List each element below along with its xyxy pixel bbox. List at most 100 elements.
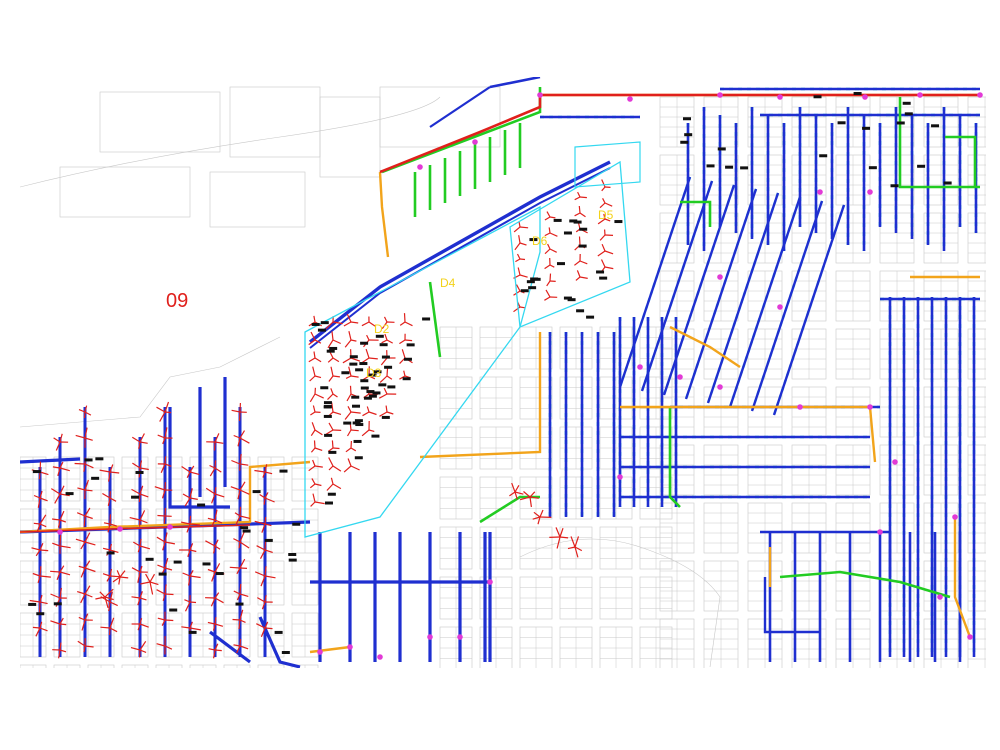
- service-lateral: [314, 375, 322, 379]
- service-lateral: [39, 549, 49, 552]
- annotation-tag: [359, 362, 368, 366]
- annotation-tag: [352, 421, 361, 425]
- annotation-tag: [329, 346, 338, 350]
- service-lateral: [308, 339, 316, 346]
- service-lateral: [189, 543, 194, 551]
- service-lateral: [154, 486, 166, 491]
- service-lateral: [80, 541, 86, 550]
- service-lateral: [102, 492, 111, 499]
- service-lateral: [264, 549, 273, 553]
- green-pipe: [898, 97, 980, 189]
- annotation-tag: [532, 277, 541, 281]
- service-lateral: [604, 250, 614, 255]
- service-lateral: [254, 571, 266, 577]
- service-lateral: [259, 493, 266, 499]
- service-lateral: [544, 232, 551, 237]
- service-lateral: [164, 456, 167, 465]
- service-lateral: [59, 493, 70, 497]
- service-lateral: [264, 517, 267, 525]
- service-lateral: [52, 466, 61, 469]
- service-lateral: [327, 393, 334, 401]
- service-lateral: [604, 202, 613, 207]
- blue-main-pipe: [760, 530, 892, 577]
- service-lateral: [164, 567, 173, 571]
- service-lateral: [230, 486, 241, 491]
- parcel-outline: [20, 336, 281, 428]
- service-lateral: [311, 478, 316, 485]
- service-lateral: [404, 321, 413, 327]
- service-lateral: [601, 186, 606, 192]
- service-lateral: [574, 260, 581, 266]
- service-lateral: [139, 538, 142, 547]
- service-lateral: [327, 357, 334, 363]
- service-lateral: [149, 581, 159, 586]
- service-lateral: [514, 484, 520, 493]
- annotation-tag: [599, 276, 608, 280]
- annotation-tag: [902, 101, 911, 105]
- service-lateral: [343, 321, 352, 327]
- service-lateral: [84, 613, 89, 621]
- service-lateral: [164, 541, 176, 545]
- service-lateral: [404, 339, 413, 342]
- service-lateral: [78, 616, 86, 621]
- service-lateral: [529, 496, 539, 499]
- service-lateral: [578, 205, 581, 214]
- service-lateral: [235, 515, 241, 525]
- annotation-tag: [323, 401, 332, 405]
- pipe-node: [347, 644, 353, 650]
- service-lateral: [132, 462, 141, 469]
- service-lateral: [597, 218, 606, 225]
- service-lateral: [137, 623, 141, 631]
- service-lateral: [77, 591, 86, 595]
- service-lateral: [233, 590, 241, 595]
- service-lateral: [56, 571, 61, 581]
- service-lateral: [604, 266, 614, 270]
- pipe-node: [537, 92, 543, 98]
- service-lateral: [84, 585, 91, 595]
- annotation-tag: [422, 317, 431, 321]
- service-lateral: [208, 648, 216, 651]
- service-lateral: [601, 179, 606, 188]
- zone-boundary: [509, 160, 631, 328]
- annotation-tag: [579, 227, 588, 231]
- service-lateral: [164, 463, 172, 467]
- service-lateral: [547, 243, 551, 250]
- annotation-tag: [32, 470, 41, 474]
- service-lateral: [39, 601, 48, 605]
- green-pipe: [668, 407, 681, 508]
- service-lateral: [164, 411, 172, 414]
- service-lateral: [260, 575, 266, 587]
- service-lateral: [264, 595, 267, 603]
- service-lateral: [39, 575, 51, 578]
- red-pipes-layer: [20, 93, 980, 659]
- black-tags-layer: [28, 92, 952, 655]
- service-lateral: [180, 521, 191, 525]
- service-lateral: [239, 515, 251, 519]
- service-lateral: [214, 509, 218, 521]
- service-lateral: [544, 264, 551, 270]
- service-lateral: [328, 457, 334, 467]
- service-lateral: [264, 471, 273, 475]
- annotation-tag: [556, 262, 565, 266]
- service-lateral: [237, 437, 241, 447]
- service-lateral: [575, 276, 581, 281]
- service-lateral: [214, 623, 224, 627]
- annotation-tag: [235, 602, 244, 606]
- service-lateral: [314, 357, 322, 363]
- utility-network-map[interactable]: 09 D2 D3 D4 D5 D6: [20, 77, 986, 668]
- annotation-tag: [326, 349, 335, 353]
- service-lateral: [332, 447, 340, 450]
- service-lateral: [549, 232, 558, 237]
- orange-pipe: [620, 405, 877, 463]
- service-lateral: [546, 211, 551, 218]
- service-lateral: [214, 519, 223, 524]
- pipe-node: [167, 524, 173, 530]
- service-lateral: [232, 618, 241, 621]
- service-lateral: [39, 523, 47, 528]
- orange-pipe: [419, 332, 542, 459]
- service-lateral: [264, 523, 272, 527]
- magenta-nodes-layer: [57, 92, 983, 660]
- service-lateral: [515, 258, 521, 263]
- service-lateral: [164, 584, 167, 595]
- service-lateral: [163, 515, 166, 524]
